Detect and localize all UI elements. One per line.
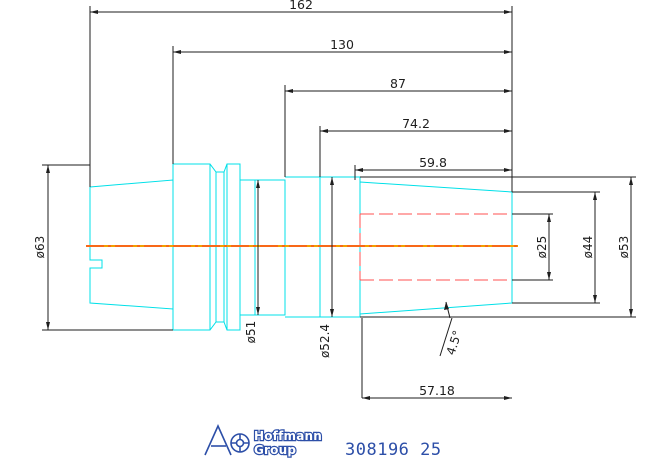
dim-59-8: 59.8 [419,155,447,170]
dimension-lines [42,6,636,399]
flange-outline [89,179,174,310]
logo-text-hoffmann: Hoffmann [254,429,322,443]
logo-text-group: Group [254,443,296,457]
dim-130: 130 [330,37,354,52]
dim-dia-25: ø25 [535,236,549,259]
arrowheads [46,10,633,400]
neck-outline [240,179,286,316]
hoffmann-group-logo: Hoffmann Group [204,424,323,458]
dim-dia-51: ø51 [244,321,258,344]
dim-dia-63: ø63 [33,236,47,259]
dim-87: 87 [390,76,406,91]
dim-dia-53: ø53 [617,236,631,259]
dim-57-18: 57.18 [419,383,455,398]
dim-dia-44: ø44 [581,236,595,259]
dim-74-2: 74.2 [402,116,430,131]
dim-162: 162 [289,0,313,12]
dim-dia-52-4: ø52.4 [318,324,332,358]
nose-outline [359,181,513,315]
part-number: 308196 25 [345,440,442,460]
hoffmann-group-logo-icon [204,424,250,456]
